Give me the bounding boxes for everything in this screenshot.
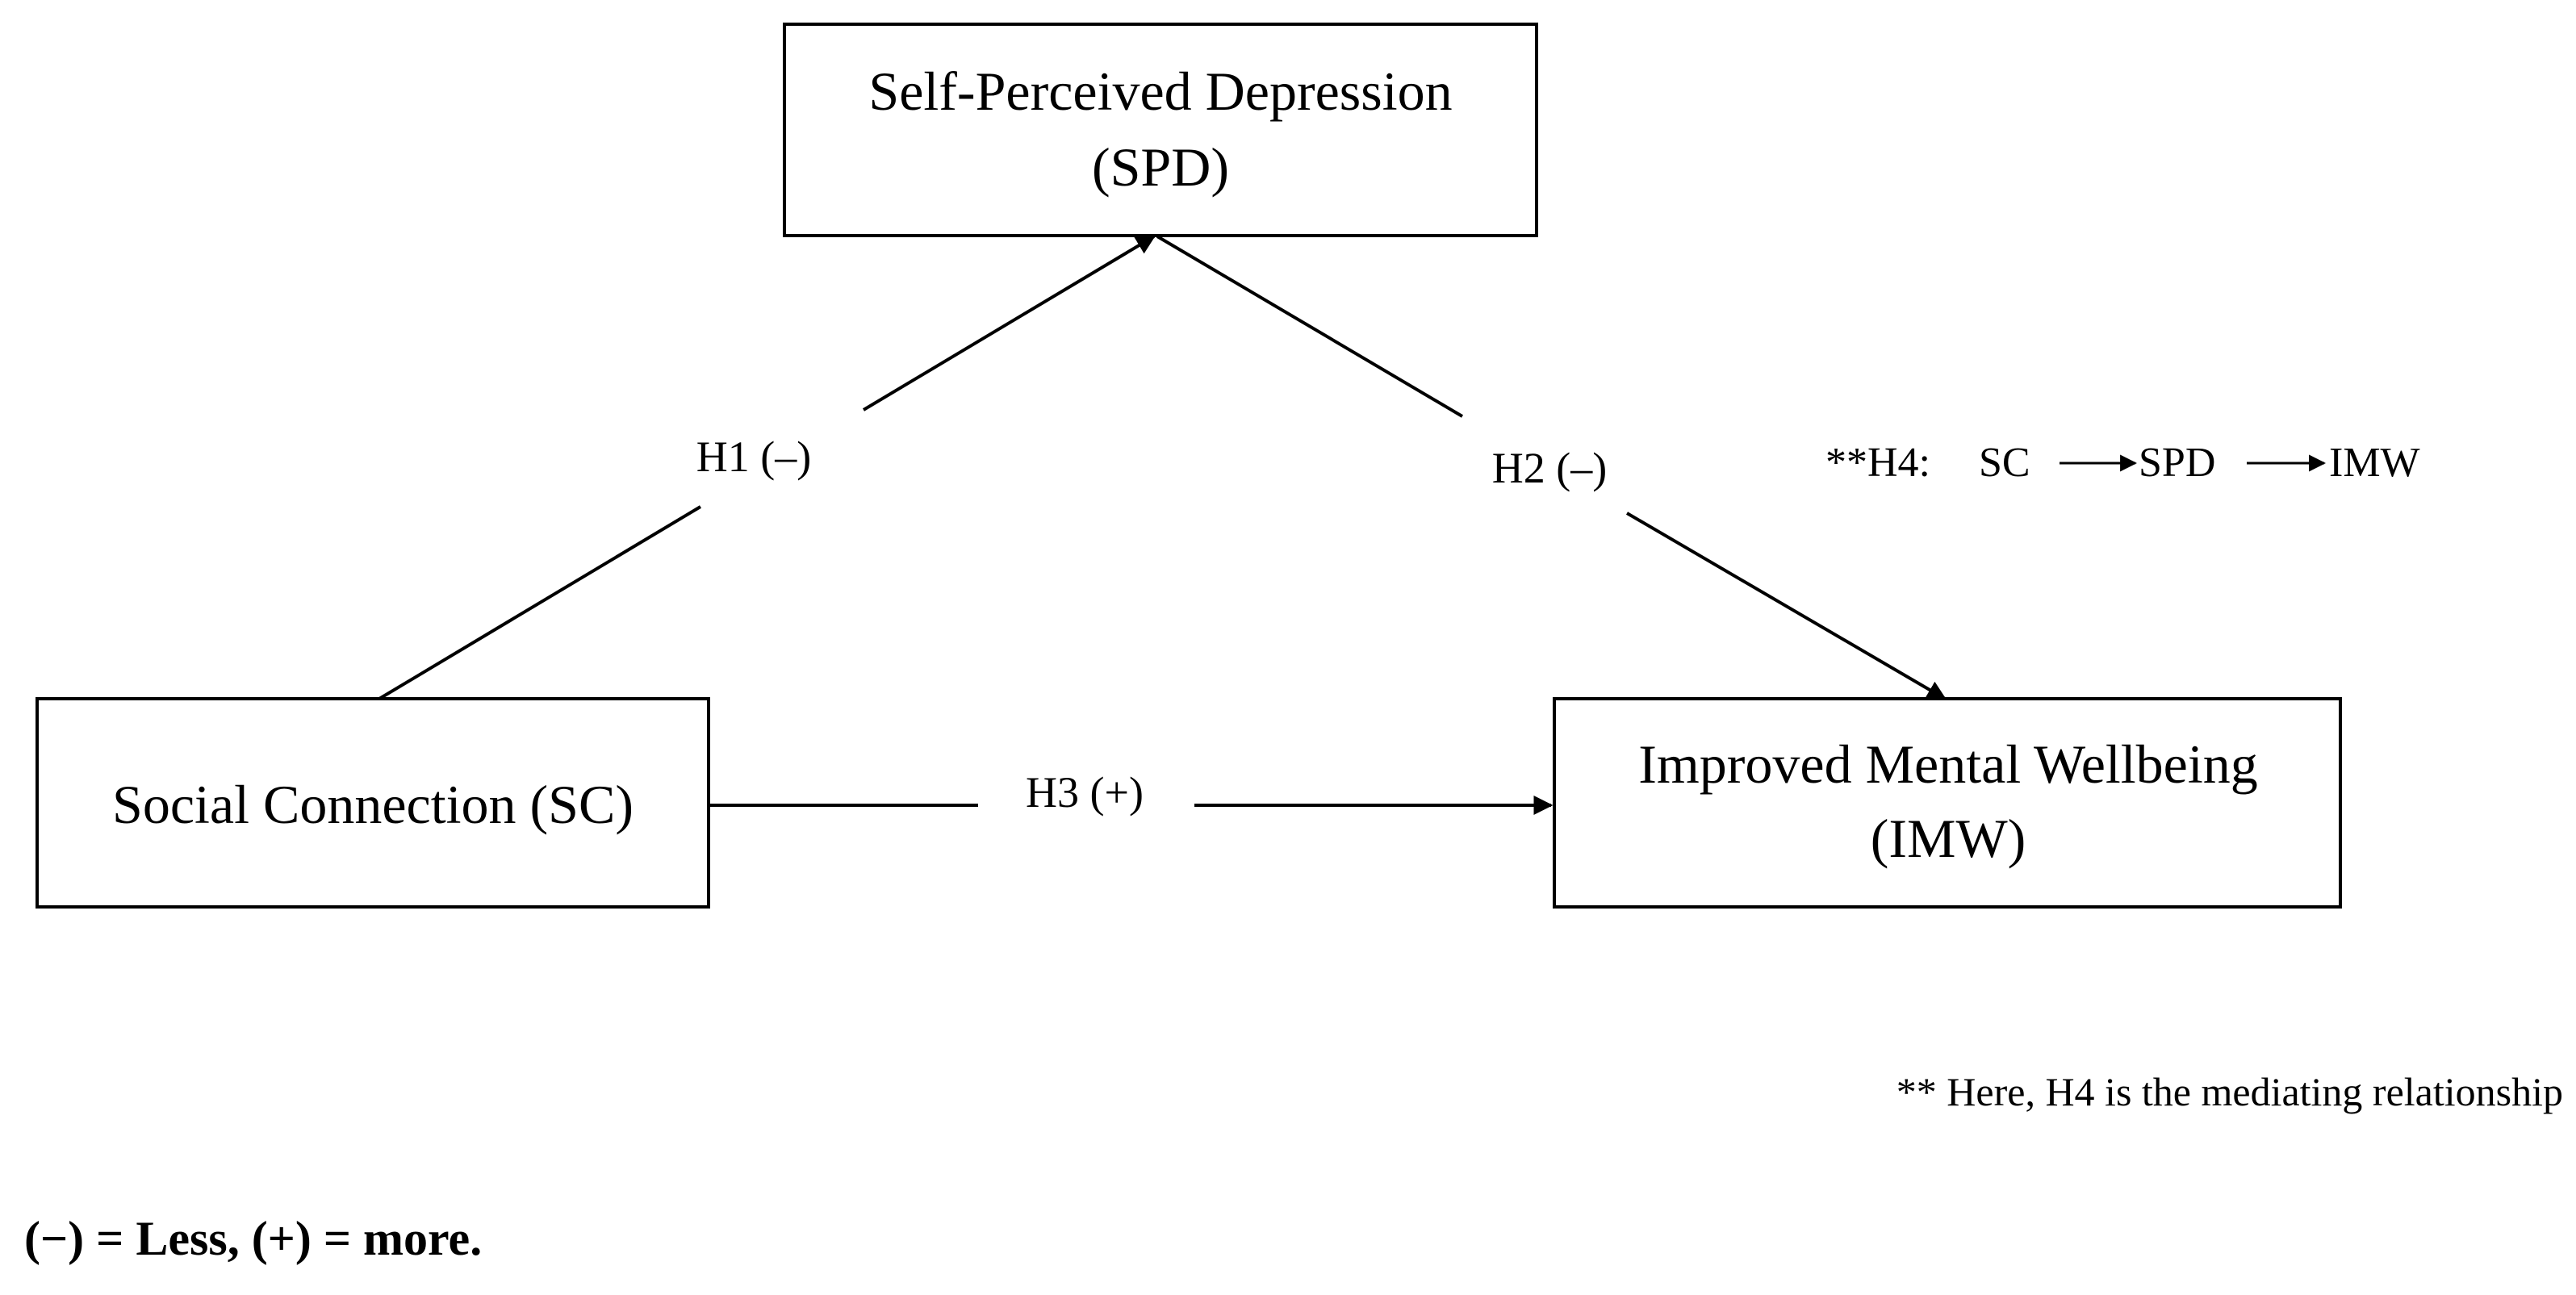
edge-h1-lower-segment: [378, 505, 702, 700]
mediation-to: IMW: [2329, 440, 2420, 486]
edge-h1: [378, 235, 1156, 700]
mediation-prefix: **H4:: [1825, 440, 1930, 486]
edge-label-h2: H2 (–): [1492, 444, 1607, 492]
node-imw: Improved Mental Wellbeing (IMW): [1553, 697, 2342, 909]
footnote: ** Here, H4 is the mediating relationshi…: [1896, 1069, 2563, 1114]
edge-label-h3: H3 (+): [1026, 768, 1144, 817]
mediation-from: SC: [1979, 440, 2030, 486]
sign-key: (−) = Less, (+) = more.: [24, 1212, 482, 1265]
node-sc-box: [36, 697, 710, 909]
node-sc-label: Social Connection (SC): [112, 774, 634, 835]
node-spd-abbrev: (SPD): [1092, 136, 1229, 198]
node-imw-box: [1553, 697, 2342, 909]
edge-label-h1: H1 (–): [696, 432, 811, 481]
node-imw-title: Improved Mental Wellbeing: [1638, 733, 2258, 795]
node-sc: Social Connection (SC): [36, 697, 710, 909]
node-spd-box: [783, 23, 1538, 237]
mediation-via: SPD: [2139, 440, 2215, 486]
node-spd: Self-Perceived Depression (SPD): [783, 23, 1538, 237]
edge-h1-upper-segment: [862, 235, 1156, 411]
edge-h2: [1156, 235, 1947, 700]
mediation-legend: **H4: SC SPD IMW: [1825, 440, 2420, 486]
node-spd-title: Self-Perceived Depression: [868, 61, 1452, 122]
edge-h2-lower-segment: [1625, 512, 1947, 700]
node-imw-abbrev: (IMW): [1871, 808, 2026, 869]
edge-h2-upper-segment: [1156, 235, 1464, 418]
